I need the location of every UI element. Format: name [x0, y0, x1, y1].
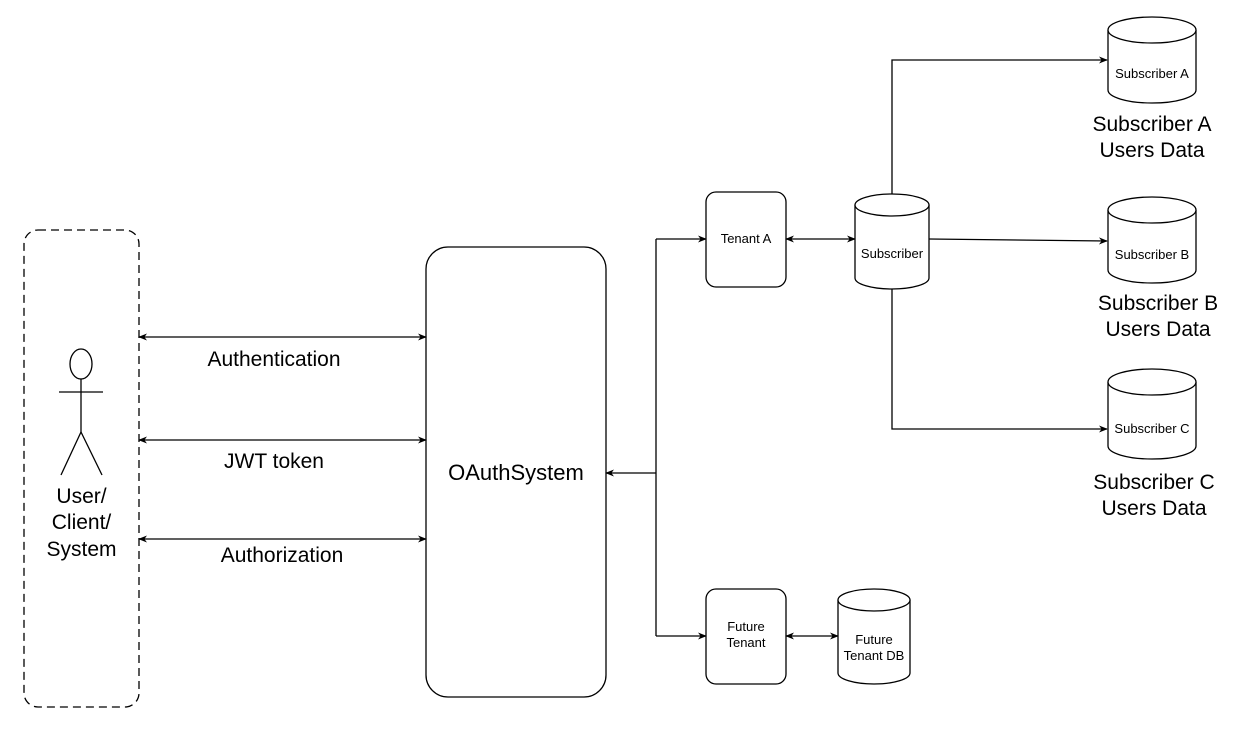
- subscriber-c-caption-line-2: Users Data: [1101, 497, 1207, 521]
- subscriber-c-caption-line-1: Subscriber C: [1093, 471, 1215, 494]
- subscriber-c-caption: Subscriber C Users Data: [1064, 470, 1242, 523]
- jwt-token-label: JWT token: [224, 450, 324, 473]
- subscriber-b-caption: Subscriber B Users Data: [1068, 291, 1242, 344]
- future-tenant-label-line-2: Tenant: [726, 635, 766, 651]
- authorization-label: Authorization: [220, 544, 344, 567]
- subscriber-db-icon: [854, 193, 930, 290]
- subscriber-a-caption: Subscriber A Users Data: [1062, 112, 1242, 165]
- subscriber-c-db-label: Subscriber C: [1114, 421, 1190, 436]
- subscriber-b-caption-line-1: Subscriber B: [1097, 292, 1219, 315]
- subscriber-b-db-label: Subscriber B: [1114, 247, 1190, 262]
- actor-label-line-2: Client/: [51, 511, 112, 535]
- subscriber-b-db-icon: [1107, 196, 1197, 284]
- authentication-label: Authentication: [207, 348, 341, 371]
- actor-label: User/ Client/ System: [24, 484, 139, 563]
- future-tenant-label: Future Tenant: [706, 619, 786, 652]
- subscriber-a-caption-line-2: Users Data: [1099, 139, 1205, 163]
- subscriber-c-db-icon: [1107, 368, 1197, 460]
- future-tenant-db-label-line-1: Future: [855, 632, 893, 647]
- to-subscriber-c-line: [891, 289, 1108, 433]
- actor-label-line-1: User/: [56, 485, 107, 508]
- actor-container: [23, 229, 140, 708]
- to-subscriber-a-line: [891, 56, 1108, 194]
- subscriber-a-db-icon: [1107, 16, 1197, 104]
- subscriber-label: Subscriber: [860, 246, 924, 261]
- future-tenant-db-icon: [837, 588, 911, 685]
- future-tenant-db-label-line-2: Tenant DB: [843, 648, 905, 664]
- subscriber-a-caption-line-1: Subscriber A: [1092, 113, 1212, 136]
- oauth-system-label: OAuthSystem: [448, 460, 584, 485]
- future-tenant-db-label: Future Tenant DB: [834, 632, 914, 665]
- future-tenant-label-line-1: Future: [727, 619, 765, 634]
- user-stick-figure-icon: [59, 348, 103, 476]
- actor-label-line-3: System: [46, 537, 117, 561]
- subscriber-b-caption-line-2: Users Data: [1105, 318, 1211, 342]
- tenant-a-label: Tenant A: [720, 231, 772, 246]
- subscriber-a-db-label: Subscriber A: [1115, 66, 1189, 81]
- to-subscriber-b-line: [928, 237, 1108, 245]
